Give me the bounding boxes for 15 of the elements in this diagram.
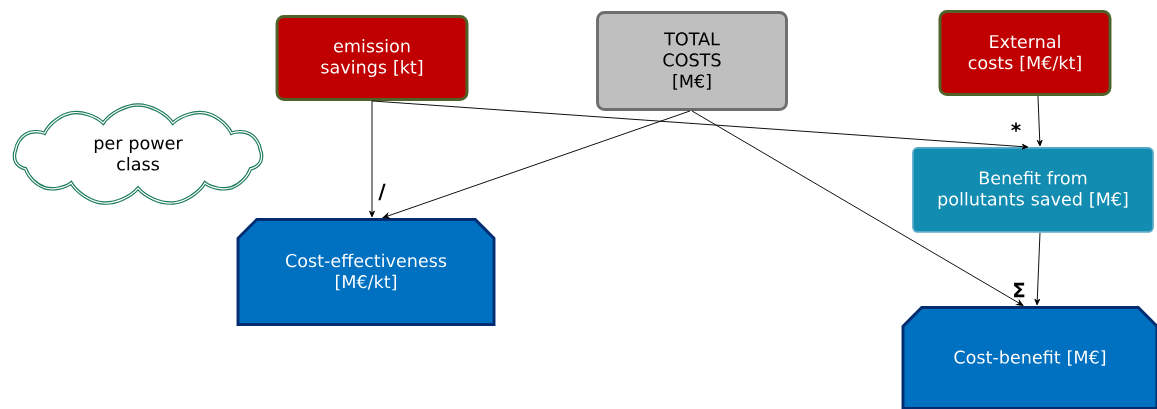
operator-symbol: *	[1011, 122, 1021, 132]
operator-symbol: /	[378, 183, 386, 201]
input-box: emission savings [kt]	[275, 15, 469, 101]
total-box: TOTAL COSTS [M€]	[596, 11, 788, 111]
arrow	[1034, 232, 1041, 306]
process-box: Benefit from pollutants saved [M€]	[912, 147, 1154, 233]
arrow	[371, 100, 1029, 150]
arrow	[369, 100, 375, 218]
arrow	[382, 110, 691, 219]
result-box: Cost-effectiveness [M€/kt]	[236, 218, 496, 326]
result-box: Cost-benefit [M€]	[901, 306, 1157, 409]
arrow	[1036, 95, 1043, 147]
operator-symbol: Σ	[1014, 282, 1025, 298]
arrow	[691, 110, 1024, 306]
input-box: External costs [M€/kt]	[938, 10, 1112, 96]
